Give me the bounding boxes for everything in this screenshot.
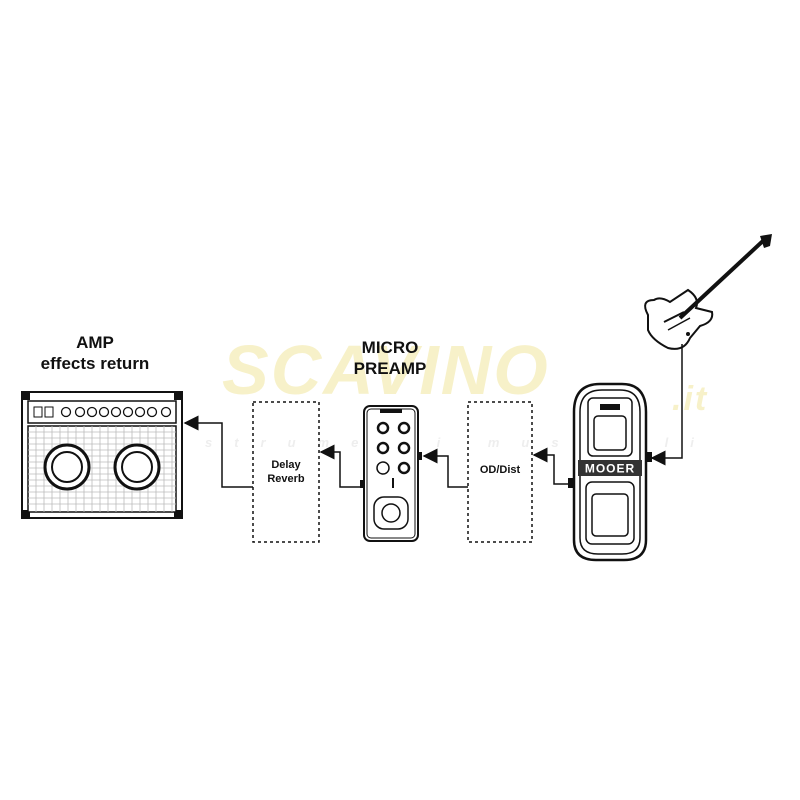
amp-speaker-right [113, 443, 161, 491]
preamp-knobs [376, 421, 411, 475]
mooer-pedal: MOOER [568, 382, 652, 562]
delay-label-line1: Delay [271, 459, 301, 471]
mooer-brand-plate [578, 460, 642, 476]
preamp-title: MICRO PREAMP [330, 337, 450, 379]
od-dist-box [467, 401, 533, 543]
amp-title-line2: effects return [40, 354, 150, 373]
preamp-title-line1: MICRO [361, 338, 419, 357]
preamp-toggle [376, 461, 390, 475]
watermark-logo: SCAVINO [222, 331, 550, 409]
amp-title: AMP effects return [10, 332, 180, 374]
amp-title-line1: AMP [76, 333, 114, 352]
delay-reverb-label: Delay Reverb [252, 458, 320, 486]
electric-guitar-icon [644, 234, 772, 350]
delay-label-line2: Reverb [267, 473, 305, 485]
od-dist-label: OD/Dist [479, 464, 521, 476]
amp-speaker-left [43, 443, 91, 491]
micro-preamp-pedal [360, 405, 422, 542]
amp-cabinet [21, 391, 183, 519]
watermark-suffix: .it [672, 380, 709, 418]
mooer-footswitch-top [587, 397, 633, 457]
delay-reverb-box [252, 401, 320, 543]
signal-cables [183, 344, 683, 488]
preamp-footswitch [373, 496, 409, 530]
amp-knobs [60, 406, 172, 418]
mooer-logo: MOOER [585, 462, 635, 476]
preamp-title-line2: PREAMP [353, 359, 427, 378]
mooer-footswitch-bottom [585, 481, 635, 545]
